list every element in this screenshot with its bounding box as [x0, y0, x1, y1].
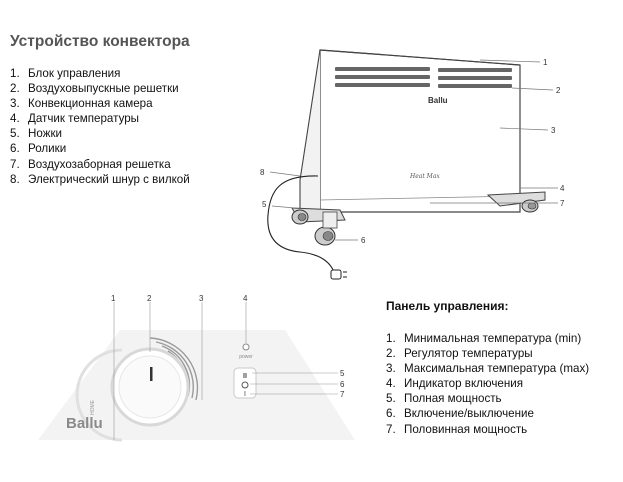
power-label: power: [239, 354, 253, 360]
panel-title: Панель управления:: [386, 299, 509, 313]
callout-8: 8: [260, 168, 265, 177]
callout-2: 2: [556, 86, 561, 95]
list-item: 5.Ножки: [10, 127, 62, 141]
panel-callout-3: 3: [199, 294, 204, 303]
panel-brand: Ballu: [66, 415, 103, 432]
panel-callout-4: 4: [243, 294, 248, 303]
panel-callout-5: 5: [340, 369, 345, 378]
power-icon: [241, 381, 249, 389]
callout-5: 5: [262, 200, 267, 209]
power-indicator: [242, 343, 250, 351]
list-item: 3.Максимальная температура (max): [386, 362, 590, 376]
list-item: 5.Полная мощность: [386, 392, 502, 406]
heater-foot: [291, 191, 546, 246]
list-item: 1.Блок управления: [10, 67, 121, 80]
panel-callout-1: 1: [111, 294, 116, 303]
full-power-symbol: II: [243, 373, 247, 380]
control-panel-illustration: II I power Ballu HOME: [38, 330, 355, 442]
list-item: 6.Ролики: [10, 142, 67, 156]
panel-brand-suffix: HOME: [90, 399, 96, 415]
parts-list: 1.Блок управления 2.Воздуховыпускные реш…: [10, 66, 190, 187]
panel-list: 1.Минимальная температура (min) 2.Регуля…: [386, 331, 589, 437]
power-switch: [233, 367, 257, 399]
outlet-grille: [335, 67, 512, 88]
panel-callout-6: 6: [340, 380, 345, 389]
page-title: Устройство конвектора: [10, 33, 190, 50]
list-item: 1.Минимальная температура (min): [386, 332, 582, 345]
power-cord: [267, 175, 335, 273]
callout-6: 6: [361, 236, 366, 245]
half-power-symbol: I: [244, 391, 246, 398]
heater-brand: Ballu: [428, 96, 448, 105]
list-item: 2.Регулятор температуры: [386, 347, 533, 361]
callout-1: 1: [543, 58, 548, 67]
panel-callout-2: 2: [147, 294, 152, 303]
list-item: 7.Половинная мощность: [386, 422, 528, 436]
callout-7: 7: [560, 199, 565, 208]
plug-icon: [330, 269, 347, 280]
callout-4: 4: [560, 184, 565, 193]
list-item: 4.Датчик температуры: [10, 112, 140, 126]
list-item: 6.Включение/выключение: [386, 407, 534, 421]
list-item: 2.Воздуховыпускные решетки: [10, 82, 179, 96]
list-item: 3.Конвекционная камера: [10, 97, 153, 111]
panel-callout-7: 7: [340, 390, 345, 399]
callout-3: 3: [551, 126, 556, 135]
list-item: 4.Индикатор включения: [386, 377, 524, 391]
heater-signature: Heat Max: [409, 173, 440, 180]
list-item: 7.Воздухозаборная решетка: [10, 157, 171, 171]
list-item: 8.Электрический шнур с вилкой: [10, 172, 190, 186]
